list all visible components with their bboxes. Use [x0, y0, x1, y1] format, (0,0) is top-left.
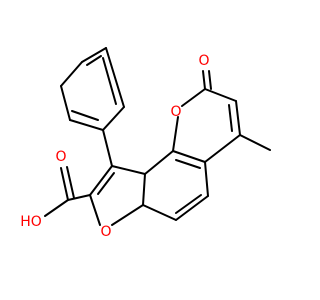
bond-benz-5 [142, 204, 177, 221]
atom-furan-oxygen: O [100, 224, 111, 240]
bond-acid-co-1 [60, 167, 69, 201]
bond-furan-2 [142, 173, 146, 206]
bond-phenyl-inner-a [86, 55, 102, 66]
bond-pyran-5 [204, 134, 241, 163]
bond-phenyl-inner-b [71, 110, 99, 121]
bond-acid-c-to-oh [44, 199, 69, 217]
bond-phenyl-2 [60, 61, 83, 87]
bond-pyran-2 [181, 88, 206, 107]
bond-phenyl-inner-c [102, 57, 117, 105]
bond-phenyl-furan [102, 129, 113, 167]
bond-phenyl-6 [105, 47, 125, 108]
atom-carbonyl-oxygen: O [198, 53, 209, 69]
bond-furan-4 [89, 194, 101, 226]
chemical-structure-diagram: O O O HO O [20, 47, 271, 240]
bond-pyranone-co-1 [202, 70, 206, 90]
bond-pyran-inner [228, 104, 233, 132]
bond-furan-inner [97, 172, 115, 195]
bond-group [44, 47, 271, 226]
bond-pyran-1 [172, 116, 179, 152]
bond-benz-4 [175, 195, 209, 221]
bond-pyranone-co-2 [208, 70, 212, 90]
bond-benz-1 [144, 150, 174, 175]
bond-furan-3 [111, 204, 144, 226]
atom-acid-hydroxyl: HO [20, 214, 42, 230]
bond-benz-2 [172, 150, 206, 163]
bond-phenyl-3 [60, 85, 71, 121]
bond-phenyl-5 [102, 106, 125, 131]
atom-acid-carbonyl-oxygen: O [55, 149, 66, 165]
bond-acid-c-to-ring [67, 194, 91, 201]
bond-phenyl-1 [81, 47, 107, 63]
bond-benz-3 [204, 161, 209, 197]
atom-labels: O O O HO O [20, 53, 209, 240]
bond-furan-5 [89, 165, 113, 196]
bond-phenyl-4 [69, 119, 104, 131]
bond-benz-inner-a [175, 159, 201, 169]
bond-pyran-3 [204, 88, 237, 102]
bond-methyl [239, 134, 271, 151]
molecule-canvas: O O O HO O [20, 47, 271, 240]
bond-acid-co-2 [66, 166, 75, 199]
bond-furan-1 [111, 165, 146, 175]
bond-benz-inner-b [175, 194, 202, 214]
bond-pyran-4 [235, 100, 241, 136]
atom-lactone-oxygen: O [170, 104, 181, 120]
